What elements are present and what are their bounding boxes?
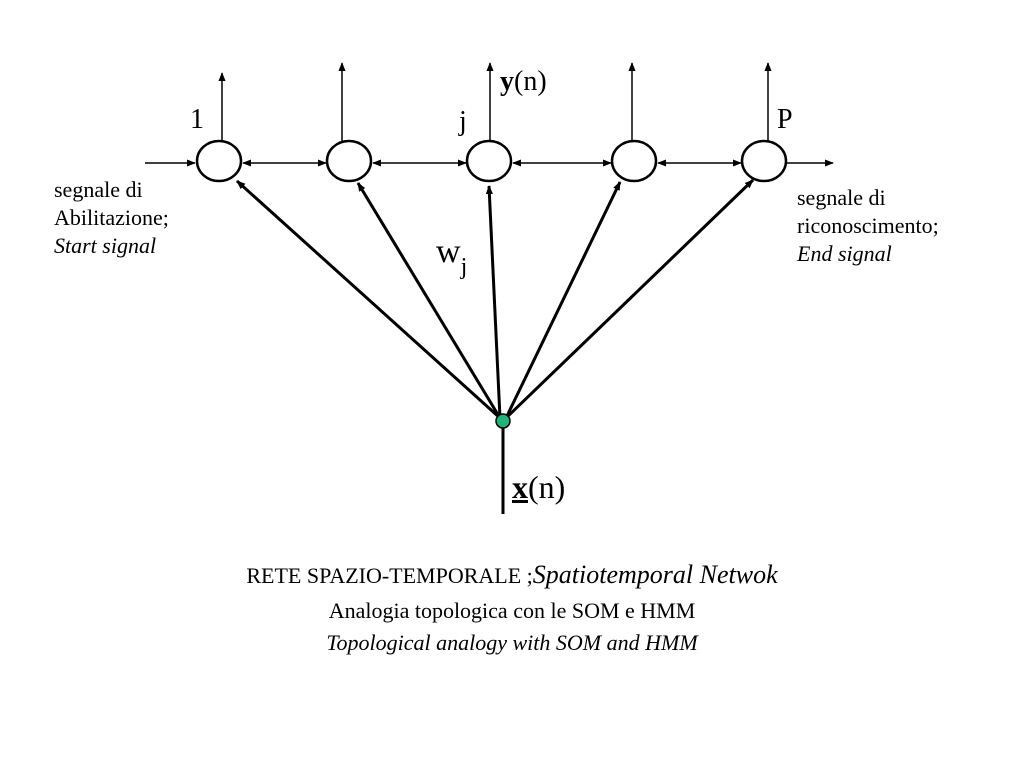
neuron-2	[325, 139, 373, 183]
caption-title: RETE SPAZIO-TEMPORALE ;	[246, 563, 533, 588]
neuron-j	[465, 139, 513, 183]
weight-subscript: j	[460, 254, 468, 280]
start-note-line3: Start signal	[54, 233, 157, 258]
caption-line-1: RETE SPAZIO-TEMPORALE ;Spatiotemporal Ne…	[0, 560, 1024, 590]
end-note-line2: riconoscimento;	[797, 213, 939, 238]
caption-title-english: Spatiotemporal Netwok	[532, 560, 778, 589]
weight-symbol: w	[436, 233, 461, 270]
input-arg: (n)	[528, 469, 566, 505]
start-signal-note: segnale di Abilitazione; Start signal	[54, 176, 169, 260]
output-arg: (n)	[514, 66, 547, 97]
output-symbol: y	[500, 66, 514, 97]
node-label-1: 1	[190, 104, 204, 135]
start-note-line2: Abilitazione;	[54, 205, 169, 230]
input-symbol: x	[512, 469, 528, 505]
node-label-P: P	[777, 104, 793, 135]
weight-link-4	[504, 181, 622, 419]
weight-label: wj	[436, 232, 467, 280]
end-signal-note: segnale di riconoscimento; End signal	[797, 184, 939, 268]
caption-line-2: Analogia topologica con le SOM e HMM	[328, 598, 696, 623]
weight-link-2	[356, 182, 502, 419]
weight-link-1	[235, 179, 502, 420]
neuron-4	[610, 139, 658, 183]
neuron-1	[195, 139, 243, 183]
input-node	[495, 413, 511, 429]
end-note-line3: End signal	[797, 241, 892, 266]
caption-line-3: Topological analogy with SOM and HMM	[326, 630, 698, 655]
input-label: x(n)	[512, 469, 565, 506]
weight-link-P	[504, 178, 755, 420]
start-note-line1: segnale di	[54, 177, 143, 202]
neuron-P	[740, 139, 788, 183]
output-label: y(n)	[500, 66, 547, 98]
node-label-j: j	[459, 106, 467, 137]
weight-link-j	[485, 185, 502, 419]
end-note-line1: segnale di	[797, 185, 886, 210]
